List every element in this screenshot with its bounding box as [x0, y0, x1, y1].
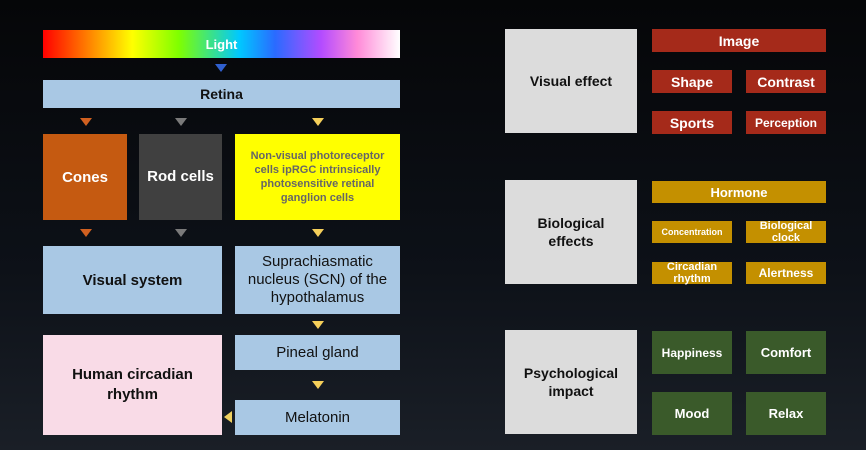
relax-tile: Relax: [746, 392, 826, 435]
light-spectrum-bar: Light: [43, 30, 400, 58]
hormone-label: Hormone: [710, 184, 768, 200]
retina-box: Retina: [43, 80, 400, 108]
perception-label: Perception: [754, 115, 817, 130]
mood-tile: Mood: [652, 392, 732, 435]
arrow-scn-to-pineal: [312, 321, 324, 329]
biological-clock-label: Biological clock: [759, 220, 813, 244]
arrow-pineal-to-melatonin: [312, 381, 324, 389]
sports-chip: Sports: [652, 111, 732, 134]
cones-box: Cones: [43, 134, 127, 220]
alertness-chip: Alertness: [746, 262, 826, 284]
shape-label: Shape: [670, 73, 713, 90]
visual-effect-title: Visual effect: [529, 73, 613, 89]
arrow-retina-to-cones: [80, 118, 92, 126]
arrow-light-to-retina: [215, 64, 227, 72]
psychological-title: Psychological impact: [523, 365, 619, 399]
perception-chip: Perception: [746, 111, 826, 134]
light-label: Light: [205, 36, 238, 52]
contrast-label: Contrast: [757, 73, 815, 90]
visual-effect-tile: Visual effect: [505, 29, 637, 133]
alertness-label: Alertness: [758, 266, 814, 280]
scn-label: Suprachiasmatic nucleus (SCN) of the hyp…: [247, 253, 388, 306]
biological-title: Biological effects: [537, 215, 605, 249]
relax-label: Relax: [768, 406, 804, 421]
rod-cells-label: Rod cells: [147, 168, 214, 185]
arrow-retina-to-nonvisual: [312, 118, 324, 126]
concentration-label: Concentration: [661, 227, 723, 237]
concentration-chip: Concentration: [652, 221, 732, 243]
cones-label: Cones: [62, 168, 108, 186]
biological-effects-tile: Biological effects: [505, 180, 637, 284]
visual-system-box: Visual system: [43, 246, 222, 314]
retina-label: Retina: [200, 86, 243, 102]
melatonin-box: Melatonin: [235, 400, 400, 435]
comfort-tile: Comfort: [746, 331, 826, 374]
circadian-rhythm-box: Human circadian rhythm: [43, 335, 222, 435]
sports-label: Sports: [669, 114, 715, 131]
contrast-chip: Contrast: [746, 70, 826, 93]
happiness-tile: Happiness: [652, 331, 732, 374]
arrow-cones-to-visual: [80, 229, 92, 237]
psychological-impact-tile: Psychological impact: [505, 330, 637, 434]
non-visual-label: Non-visual photoreceptor cells ipRGC int…: [250, 150, 385, 204]
arrow-nonvisual-to-scn: [312, 229, 324, 237]
circadian-label: Human circadian rhythm: [72, 366, 193, 403]
shape-chip: Shape: [652, 70, 732, 93]
image-header: Image: [652, 29, 826, 52]
arrow-melatonin-to-circadian: [224, 411, 232, 423]
mood-label: Mood: [674, 406, 710, 421]
hormone-header: Hormone: [652, 181, 826, 203]
arrow-retina-to-rods: [175, 118, 187, 126]
pineal-gland-box: Pineal gland: [235, 335, 400, 370]
pineal-label: Pineal gland: [276, 344, 359, 361]
rod-cells-box: Rod cells: [139, 134, 222, 220]
circadian-rhythm-label: Circadian rhythm: [666, 261, 718, 285]
melatonin-label: Melatonin: [284, 409, 351, 426]
circadian-rhythm-chip: Circadian rhythm: [652, 261, 732, 285]
visual-system-label: Visual system: [82, 271, 183, 289]
biological-clock-chip: Biological clock: [746, 220, 826, 244]
comfort-label: Comfort: [760, 345, 812, 360]
arrow-rods-to-visual: [175, 229, 187, 237]
happiness-label: Happiness: [661, 345, 723, 360]
non-visual-photoreceptor-box: Non-visual photoreceptor cells ipRGC int…: [235, 134, 400, 220]
image-label: Image: [718, 32, 760, 49]
scn-box: Suprachiasmatic nucleus (SCN) of the hyp…: [235, 246, 400, 314]
